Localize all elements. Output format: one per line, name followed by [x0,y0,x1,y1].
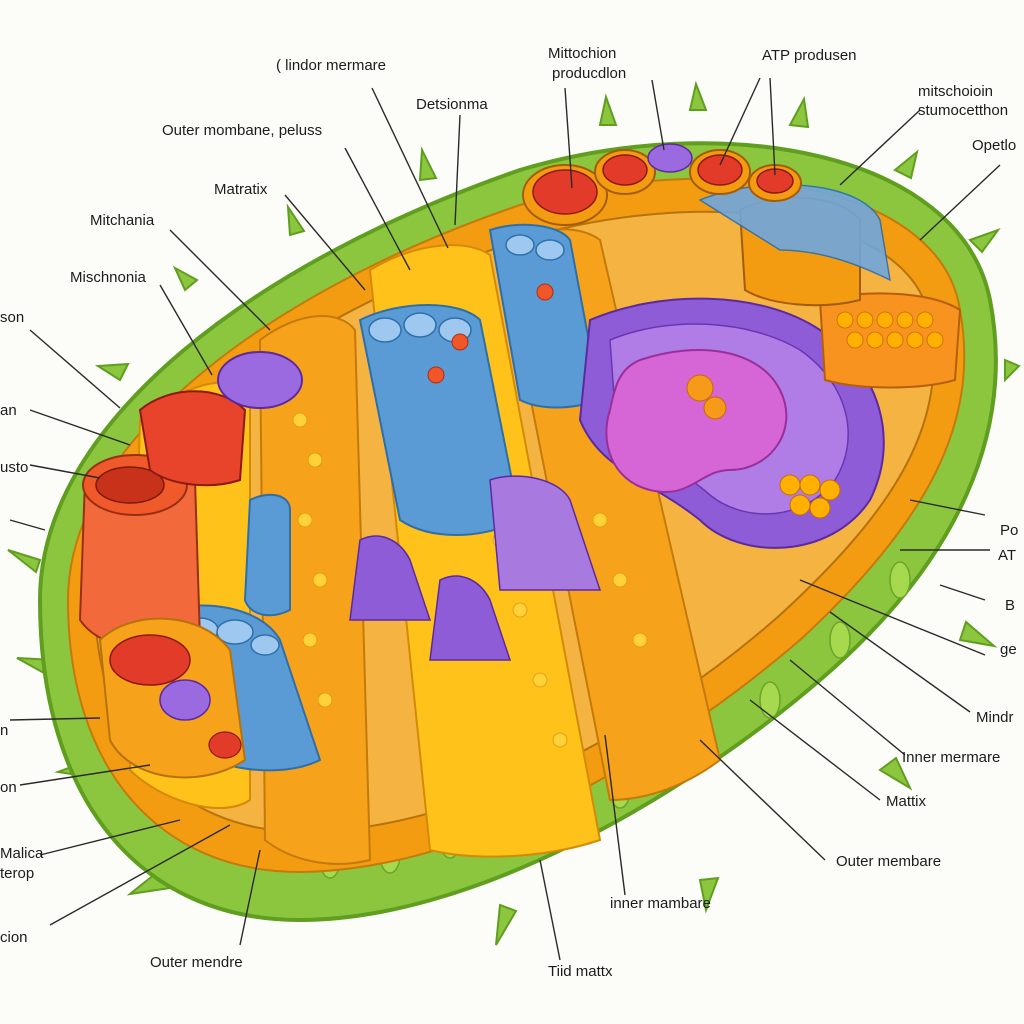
label-po: Po [1000,522,1018,539]
label-mito-production-2: producdlon [552,65,626,82]
label-b: B [1005,597,1015,614]
leader-lines [9,77,1001,961]
label-usto: usto [0,459,28,476]
label-mindr: Mindr [976,709,1014,726]
label-mitchania: Mitchania [90,212,155,229]
label-son: son [0,309,24,326]
label-opetlo: Opetlo [972,137,1016,154]
right-granule-cluster [698,183,962,519]
label-cion: cion [0,929,28,946]
label-mitschoioin-1: mitschoioin [918,83,993,100]
label-outer-membrane-plus: Outer mombane, peluss [162,122,322,139]
label-at: AT [998,547,1016,564]
top-red-cross-sections [522,143,802,226]
label-mitschoioin-2: stumocetthon [918,102,1008,119]
label-ge: ge [1000,641,1017,658]
label-mito-production-1: Mittochion [548,45,616,62]
label-tiid-mattx: Tiid mattx [548,963,613,980]
label-atp-production: ATP produsen [762,47,857,64]
label-mattix: Mattix [886,793,927,810]
label-an: an [0,402,17,419]
label-inner-membrane-right: Inner mermare [902,749,1000,766]
left-structures [78,351,303,779]
label-mischnonia: Mischnonia [70,269,147,286]
core-granules [686,374,727,420]
labels: ( lindor mermare Mittochion producdlon A… [0,45,1018,980]
orange-beads [427,283,554,384]
label-outer-membrane-right: Outer membare [836,853,941,870]
label-outer-mendre: Outer mendre [150,954,243,971]
label-inner-membrane-bottom: inner mambare [610,895,711,912]
label-on: on [0,779,17,796]
label-matratix: Matratix [214,181,268,198]
label-malica-2: terop [0,865,34,882]
label-detsionma: Detsionma [416,96,488,113]
magenta-core [605,349,788,493]
label-malica-1: Malica [0,845,44,862]
blue-tubules [168,223,602,772]
label-inner-membrane-top: ( lindor mermare [276,57,386,74]
label-n: n [0,722,8,739]
